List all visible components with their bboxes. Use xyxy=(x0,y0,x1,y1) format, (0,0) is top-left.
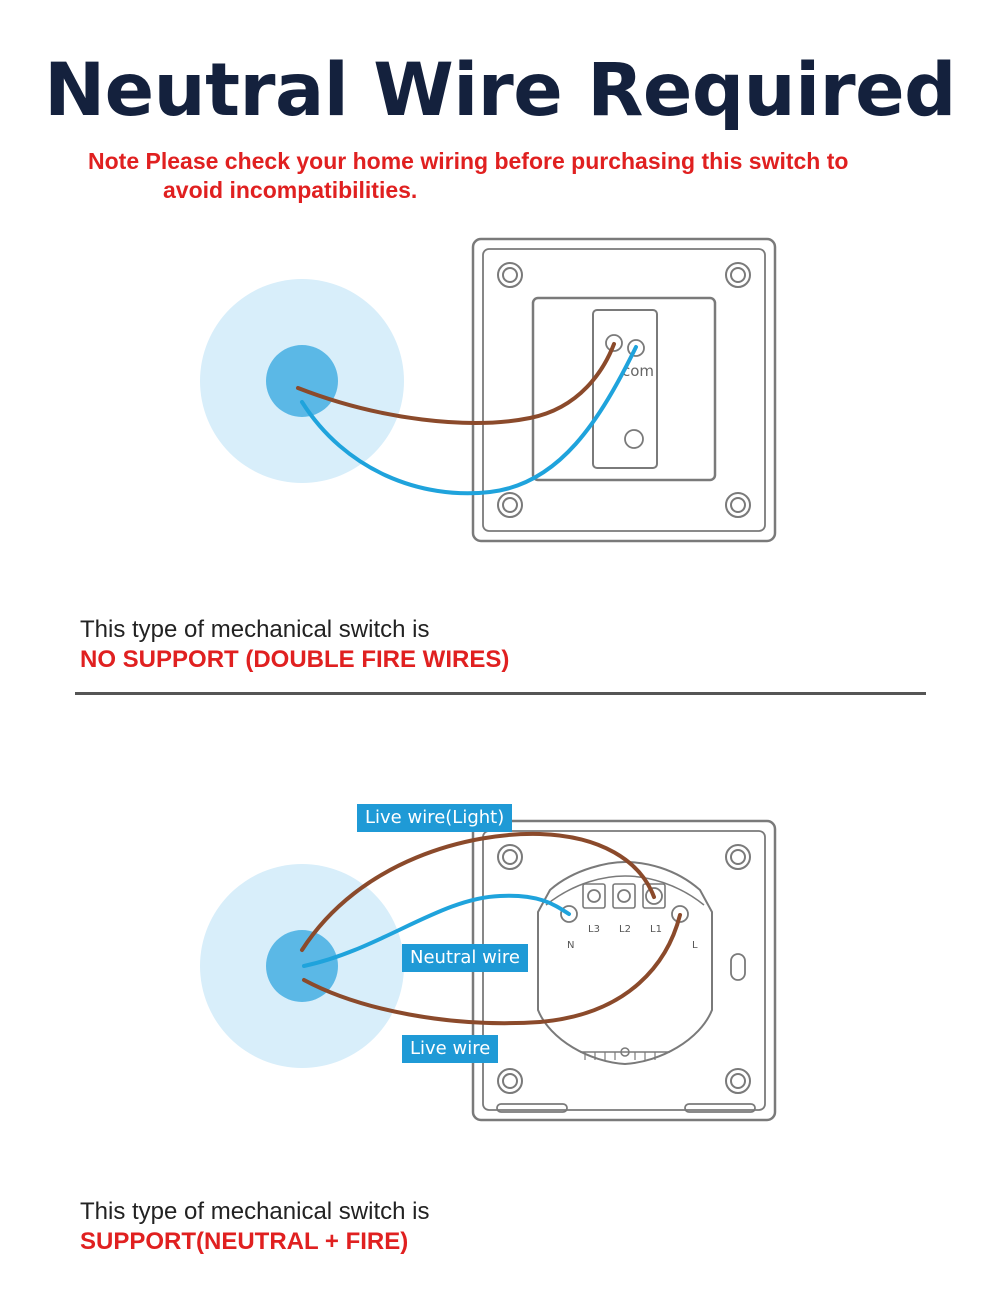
screw-icons xyxy=(497,844,751,1094)
junction-box-icon xyxy=(537,860,713,1066)
light-bulb-icon xyxy=(266,345,338,417)
neutral-wiring-diagram: L3 L2 L1 N L xyxy=(200,819,777,1122)
brown-wire-light xyxy=(300,831,656,952)
note-line-2: avoid incompatibilities. xyxy=(163,177,418,203)
terminal-icons xyxy=(560,887,689,923)
terminal-label-l3: L3 xyxy=(588,924,600,935)
section1-description: This type of mechanical switch is xyxy=(80,616,430,643)
terminal-label-n: N xyxy=(567,940,574,951)
screw-icons xyxy=(497,262,751,518)
terminal-label-l2: L2 xyxy=(619,924,631,935)
no-neutral-wiring-diagram: com xyxy=(200,237,777,543)
blue-wire-neutral xyxy=(302,893,571,968)
live-wire-light-label: Live wire(Light) xyxy=(357,804,513,832)
note-line-1: Note Please check your home wiring befor… xyxy=(88,148,849,174)
terminal-label-l: L xyxy=(692,940,698,951)
section1-verdict: NO SUPPORT (DOUBLE FIRE WIRES) xyxy=(80,646,510,673)
section-divider xyxy=(75,692,926,695)
page-title: Neutral Wire Required xyxy=(44,48,956,133)
brown-wire-live xyxy=(302,913,682,1026)
section2-description: This type of mechanical switch is xyxy=(80,1198,430,1225)
section2-verdict: SUPPORT(NEUTRAL + FIRE) xyxy=(80,1228,409,1255)
brown-wire xyxy=(296,342,616,425)
blue-wire xyxy=(300,345,638,496)
terminal-label-l1: L1 xyxy=(650,924,662,935)
com-terminal-label: com xyxy=(622,362,654,380)
live-wire-label: Live wire xyxy=(402,1035,499,1063)
switch-plate xyxy=(471,237,777,543)
neutral-wire-label: Neutral wire xyxy=(402,944,528,972)
